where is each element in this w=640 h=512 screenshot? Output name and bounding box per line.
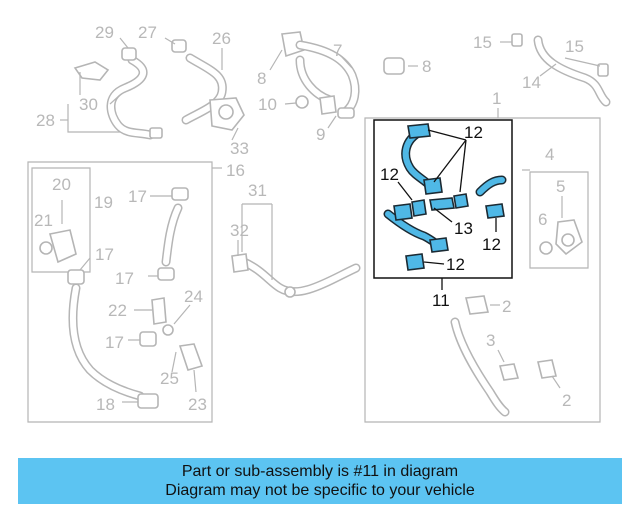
callout-9: 9 bbox=[316, 125, 325, 144]
sub-assembly-11-highlight bbox=[373, 119, 513, 290]
callout-30: 30 bbox=[79, 95, 98, 114]
top-right-parts bbox=[500, 33, 611, 107]
callout-7: 7 bbox=[333, 41, 342, 60]
assembly-1-frame bbox=[364, 108, 601, 423]
box-4-parts bbox=[522, 169, 589, 269]
callout-labels: 29 27 26 8 7 8 15 15 14 30 28 10 9 33 1 … bbox=[34, 23, 584, 414]
callout-26: 26 bbox=[212, 29, 231, 48]
banner-line-1: Part or sub-assembly is #11 in diagram bbox=[181, 463, 459, 480]
callout-23: 23 bbox=[188, 395, 207, 414]
callout-1: 1 bbox=[492, 89, 501, 108]
callout-12d: 12 bbox=[446, 255, 465, 274]
banner-line-2: Diagram may not be specific to your vehi… bbox=[165, 482, 475, 499]
callout-8b: 8 bbox=[422, 57, 431, 76]
callout-8a: 8 bbox=[257, 69, 266, 88]
callout-13: 13 bbox=[454, 219, 473, 238]
callout-24: 24 bbox=[184, 287, 203, 306]
callout-28: 28 bbox=[36, 111, 55, 130]
parts-diagram: 29 27 26 8 7 8 15 15 14 30 28 10 9 33 1 … bbox=[27, 23, 611, 423]
top-middle-parts bbox=[269, 31, 418, 129]
callout-2b: 2 bbox=[562, 391, 571, 410]
callout-6: 6 bbox=[538, 210, 547, 229]
callout-29: 29 bbox=[95, 23, 114, 42]
callout-11: 11 bbox=[432, 291, 450, 310]
sub-assembly-banner: Part or sub-assembly is #11 in diagram D… bbox=[18, 458, 622, 504]
callout-19: 19 bbox=[94, 193, 113, 212]
callout-18: 18 bbox=[96, 395, 115, 414]
callout-32: 32 bbox=[230, 221, 249, 240]
box-16-parts bbox=[67, 187, 204, 409]
lower-right-parts bbox=[450, 295, 561, 417]
callout-22: 22 bbox=[108, 301, 127, 320]
callout-21: 21 bbox=[34, 211, 53, 230]
callout-3: 3 bbox=[486, 331, 495, 350]
callout-15b: 15 bbox=[565, 37, 584, 56]
callout-17c: 17 bbox=[115, 269, 134, 288]
callout-17d: 17 bbox=[105, 333, 124, 352]
hose-31-parts bbox=[231, 203, 361, 298]
box-16-frame bbox=[27, 161, 222, 423]
callout-16: 16 bbox=[226, 161, 245, 180]
callout-31: 31 bbox=[248, 181, 267, 200]
callout-12b: 12 bbox=[380, 165, 399, 184]
top-left-parts bbox=[60, 37, 245, 141]
callout-17b: 17 bbox=[95, 245, 114, 264]
callout-5: 5 bbox=[556, 177, 565, 196]
callout-17a: 17 bbox=[128, 187, 147, 206]
callout-15a: 15 bbox=[473, 33, 492, 52]
callout-12a: 12 bbox=[464, 123, 483, 142]
callout-12c: 12 bbox=[482, 235, 501, 254]
callout-25: 25 bbox=[160, 369, 179, 388]
callout-2a: 2 bbox=[502, 297, 511, 316]
callout-27: 27 bbox=[138, 23, 157, 42]
callout-14: 14 bbox=[522, 73, 541, 92]
callout-4: 4 bbox=[545, 145, 554, 164]
callout-20: 20 bbox=[52, 175, 71, 194]
callout-33: 33 bbox=[230, 139, 249, 158]
callout-10: 10 bbox=[258, 95, 277, 114]
